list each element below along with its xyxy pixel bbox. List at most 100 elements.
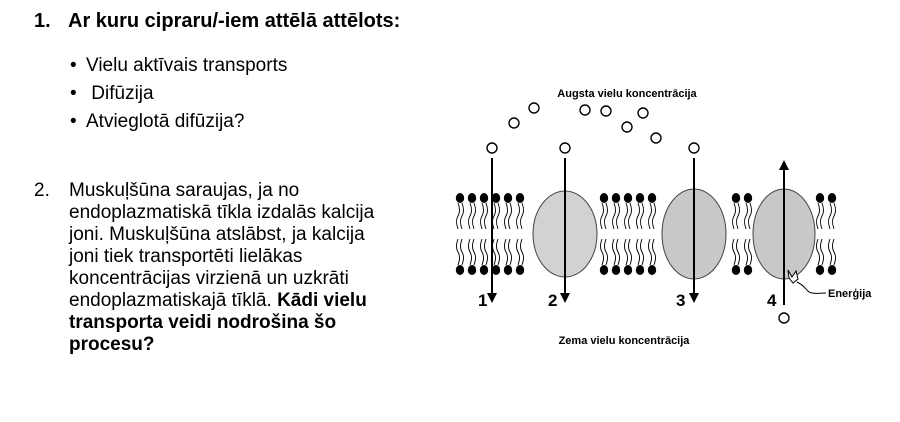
phospholipid-tail (508, 238, 512, 266)
phospholipid-tail (624, 238, 628, 266)
question-2-line: endoplazmatiskā tīkla izdalās kalcija (69, 202, 375, 223)
question-1-number: 1. (34, 10, 51, 32)
question-1-text: Ar kuru cipraru/-iem attēlā attēlots: (68, 10, 401, 32)
phospholipid-tail (496, 238, 500, 266)
phospholipid-head (611, 265, 621, 275)
phospholipid-tail (736, 238, 740, 266)
molecule (528, 102, 540, 114)
answer-options-list: •Vielu aktīvais transports • Difūzija • A… (70, 52, 287, 136)
phospholipid-head (623, 265, 633, 275)
molecule (508, 117, 520, 129)
molecule (486, 142, 498, 154)
molecule (621, 121, 633, 133)
phospholipid-tail (628, 202, 632, 230)
phospholipid-tail (640, 238, 644, 266)
phospholipid-head (599, 265, 609, 275)
phospholipid-tail (744, 202, 748, 230)
phospholipid-tail (832, 238, 836, 266)
phospholipid-tail (460, 238, 464, 266)
molecule (778, 312, 790, 324)
phospholipid-tail (612, 202, 616, 230)
phospholipid-tail (820, 202, 824, 230)
phospholipid-tail (732, 202, 736, 230)
phospholipid-tail (504, 238, 508, 266)
phospholipid-head (503, 193, 513, 203)
phospholipid-tail (616, 238, 620, 266)
molecule (637, 107, 649, 119)
question-2-line: Muskuļšūna saraujas, ja no (69, 180, 300, 201)
energy-connector (796, 281, 827, 294)
phospholipid-head (455, 193, 465, 203)
phospholipid-head (491, 193, 501, 203)
energy-spark-icon (787, 269, 799, 284)
phospholipid-tail (508, 202, 512, 230)
phospholipid-head (467, 193, 477, 203)
phospholipid-tail (468, 238, 472, 266)
low-concentration-label: Zema vielu koncentrācija (559, 335, 691, 347)
phospholipid-tail (748, 202, 752, 230)
phospholipid-head (503, 265, 513, 275)
molecule (600, 105, 612, 117)
arrow-label-2: 2 (548, 291, 557, 310)
question-2-bold-line: transporta veidi nodrošina šo (69, 312, 337, 333)
phospholipid-head (623, 193, 633, 203)
molecule (579, 104, 591, 116)
phospholipid-head (599, 193, 609, 203)
arrow-label-1: 1 (478, 291, 487, 310)
option-active-transport: •Vielu aktīvais transports (70, 52, 287, 80)
phospholipid-tail (520, 238, 524, 266)
bullet-icon: • (70, 111, 77, 132)
option-label: Atvieglotā difūzija? (86, 111, 245, 132)
phospholipid-tail (820, 238, 824, 266)
bullet-icon: • (70, 83, 77, 104)
bullet-icon: • (70, 55, 77, 76)
phospholipid-head (827, 193, 837, 203)
molecule (688, 142, 700, 154)
phospholipid-tail (748, 238, 752, 266)
phospholipid-tail (648, 238, 652, 266)
phospholipid-tail (648, 202, 652, 230)
phospholipid-tail (472, 238, 476, 266)
high-concentration-label: Augsta vielu koncentrācija (557, 88, 697, 100)
question-2-line: joni tiek transportēti lielākas (69, 246, 303, 267)
phospholipid-tail (832, 202, 836, 230)
phospholipid-tail (456, 238, 460, 266)
question-2-line-bold: Kādi vielu (277, 290, 367, 311)
question-2-line: koncentrācijas virzienā un uzkrāti (69, 268, 349, 289)
arrow-label-3: 3 (676, 291, 685, 310)
question-1-title: 1. Ar kuru cipraru/-iem attēlā attēlots: (34, 10, 400, 33)
phospholipid-tail (604, 202, 608, 230)
energy-label: Enerģija (828, 287, 872, 300)
phospholipid-tail (480, 202, 484, 230)
question-2-bold-line: procesu? (69, 334, 155, 355)
phospholipid-tail (484, 202, 488, 230)
phospholipid-tail (624, 202, 628, 230)
phospholipid-tail (636, 238, 640, 266)
phospholipid-head (815, 193, 825, 203)
phospholipid-tail (484, 238, 488, 266)
phospholipid-head (647, 265, 657, 275)
transport-arrows (486, 142, 790, 324)
high-concentration-molecules (508, 102, 662, 144)
phospholipid-tail (604, 238, 608, 266)
phospholipid-head (479, 193, 489, 203)
phospholipid-tail (472, 202, 476, 230)
phospholipid-tail (816, 202, 820, 230)
phospholipid-head (731, 193, 741, 203)
arrow-label-4: 4 (767, 291, 777, 310)
option-label: Difūzija (86, 83, 154, 104)
phospholipid-tail (504, 202, 508, 230)
question-2-line: joni. Muskuļšūna atslābst, ja kalcija (69, 224, 365, 245)
molecule (650, 132, 662, 144)
phospholipid-head (611, 193, 621, 203)
phospholipid-head (479, 265, 489, 275)
phospholipid-tail (496, 202, 500, 230)
phospholipid-tail (652, 202, 656, 230)
phospholipid-tail (816, 238, 820, 266)
phospholipid-tail (520, 202, 524, 230)
phospholipid-tail (468, 202, 472, 230)
phospholipid-tail (828, 202, 832, 230)
phospholipid-head (515, 265, 525, 275)
phospholipid-head (467, 265, 477, 275)
